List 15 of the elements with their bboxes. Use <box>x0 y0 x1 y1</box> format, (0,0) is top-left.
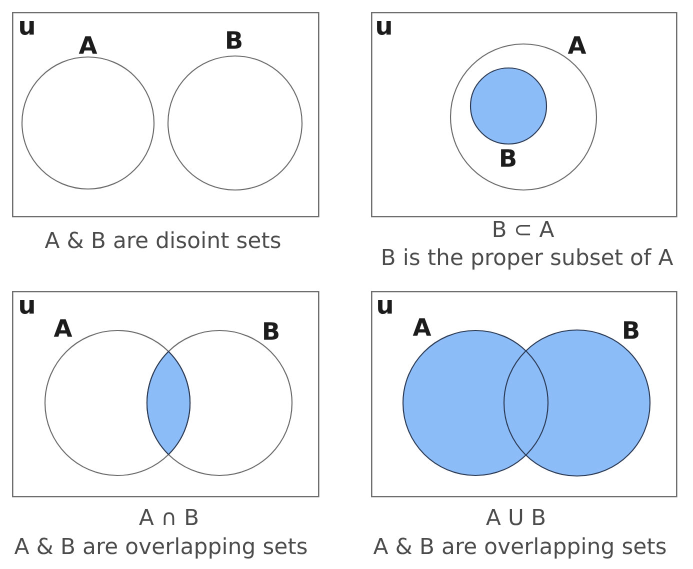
set-notation: A ∩ B <box>139 508 198 525</box>
set-label: A <box>78 36 98 54</box>
set-label: A <box>54 319 72 337</box>
set-label: A <box>412 318 432 336</box>
set-description: A & B are overlapping sets <box>14 537 307 559</box>
set-label: B <box>501 149 516 167</box>
set-label: B <box>264 322 278 340</box>
set-label: A <box>568 36 586 54</box>
set-description: A & B are disoint sets <box>44 231 280 248</box>
set-description: B is the proper subset of A <box>382 248 674 270</box>
set-notation: B ⊂ A <box>494 220 554 237</box>
set-notation: A U B <box>486 508 545 526</box>
set-label: B <box>227 31 242 49</box>
set-label: B <box>624 321 638 339</box>
set-description: A & B are overlapping sets <box>373 537 666 559</box>
